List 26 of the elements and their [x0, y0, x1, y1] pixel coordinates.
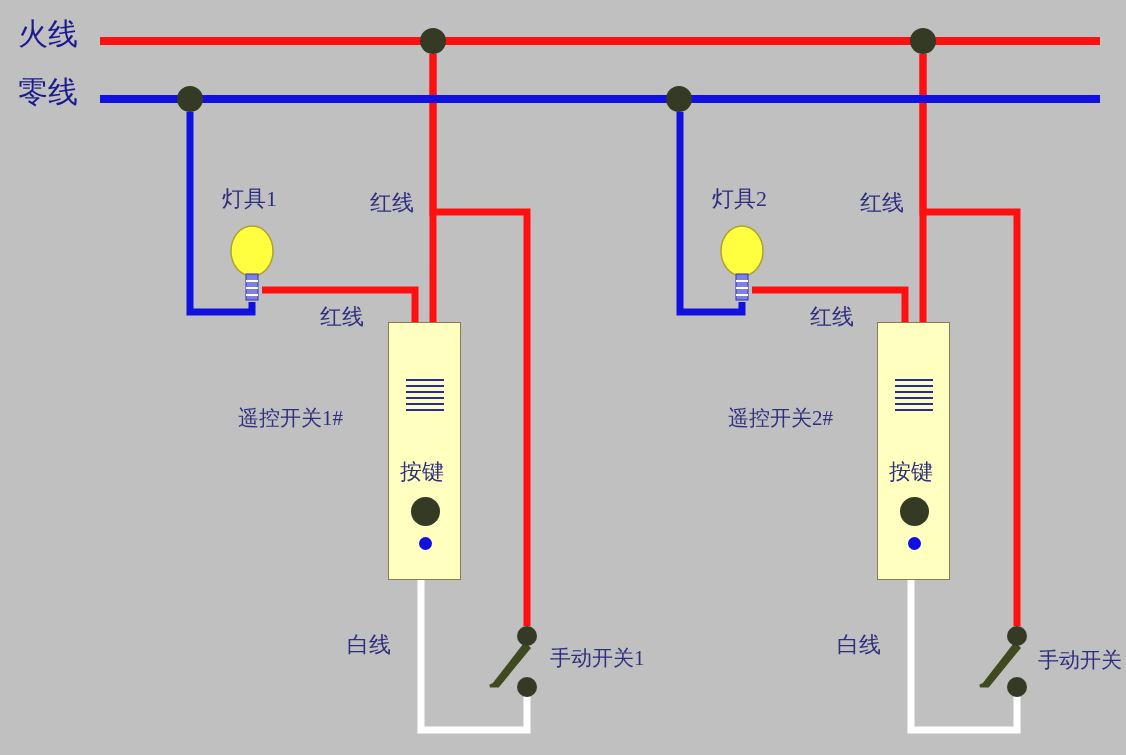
lamp-label: 灯具2	[712, 188, 767, 210]
edge-label: 红线	[808, 306, 856, 328]
device-label: 遥控开关2#	[728, 408, 833, 429]
lamp-label: 灯具1	[222, 188, 277, 210]
switch-symbol	[978, 624, 1030, 700]
wire	[907, 580, 1021, 734]
key-label: 按键	[400, 461, 444, 483]
wire	[676, 112, 746, 316]
wire	[417, 580, 531, 734]
edge-label: 红线	[318, 306, 366, 328]
device-label: 遥控开关1#	[238, 408, 343, 429]
remote-switch-box	[388, 322, 461, 580]
device-label: 手动开关1	[550, 648, 645, 669]
edge-label: 红线	[368, 192, 416, 214]
edge-label: 白线	[835, 634, 883, 656]
wire	[919, 54, 1021, 626]
switch-symbol	[488, 624, 540, 700]
edge-label: 白线	[345, 634, 393, 656]
wire-label: 零线	[18, 77, 78, 107]
remote-switch-box	[877, 322, 950, 580]
device-label: 手动开关	[1038, 650, 1122, 671]
wire	[429, 54, 531, 626]
wire-label: 火线	[18, 19, 78, 49]
key-label: 按键	[889, 461, 933, 483]
edge-label: 红线	[858, 192, 906, 214]
wire	[186, 112, 256, 316]
